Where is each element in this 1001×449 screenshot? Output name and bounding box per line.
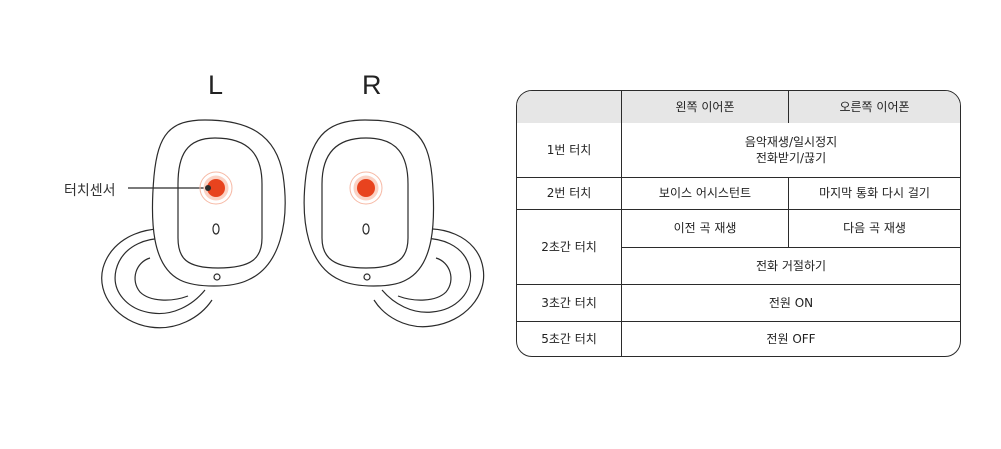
table-row: 3초간 터치 전원 ON xyxy=(517,285,960,322)
right-earbud xyxy=(303,119,485,328)
cell-line: 전화받기/끊기 xyxy=(755,150,827,165)
left-label: L xyxy=(208,70,224,100)
table-row: 전화 거절하기 xyxy=(517,248,960,286)
cell-right: 마지막 통화 다시 걸기 xyxy=(789,178,960,211)
right-label: R xyxy=(362,70,382,100)
cell-right: 다음 곡 재생 xyxy=(789,210,960,248)
row-label: 2초간 터치 xyxy=(517,210,622,286)
cell-both: 전화 거절하기 xyxy=(622,248,960,286)
header-empty xyxy=(517,91,622,123)
cell-both: 전원 ON xyxy=(622,285,960,322)
left-earbud xyxy=(101,119,286,329)
row-label: 2번 터치 xyxy=(517,177,622,211)
cell-left: 보이스 어시스턴트 xyxy=(622,177,789,211)
table-row: 2초간 터치 이전 곡 재생 다음 곡 재생 xyxy=(517,210,960,286)
cell-both: 음악재생/일시정지 전화받기/끊기 xyxy=(622,123,960,178)
table-row: 2번 터치 보이스 어시스턴트 마지막 통화 다시 걸기 xyxy=(517,177,960,211)
cell-left: 이전 곡 재생 xyxy=(622,210,789,248)
row-label: 1번 터치 xyxy=(517,123,622,178)
header-right-earphone: 오른쪽 이어폰 xyxy=(789,91,960,123)
header-left-earphone: 왼쪽 이어폰 xyxy=(622,91,789,123)
table-row: 5초간 터치 전원 OFF xyxy=(517,321,960,356)
row-label: 3초간 터치 xyxy=(517,285,622,322)
left-sensor-icon xyxy=(199,171,233,205)
table-row: 1번 터치 음악재생/일시정지 전화받기/끊기 xyxy=(517,123,960,178)
touch-controls-table: 왼쪽 이어폰 오른쪽 이어폰 1번 터치 음악재생/일시정지 전화받기/끊기 2… xyxy=(516,90,961,357)
row-label: 5초간 터치 xyxy=(517,321,622,356)
earbuds-illustration xyxy=(101,119,485,329)
touch-sensor-label: 터치센서 xyxy=(64,183,116,199)
cell-both: 전원 OFF xyxy=(766,331,816,346)
right-sensor-icon xyxy=(349,171,383,205)
table-header-row: 왼쪽 이어폰 오른쪽 이어폰 xyxy=(517,91,960,123)
cell-line: 음악재생/일시정지 xyxy=(744,134,838,149)
